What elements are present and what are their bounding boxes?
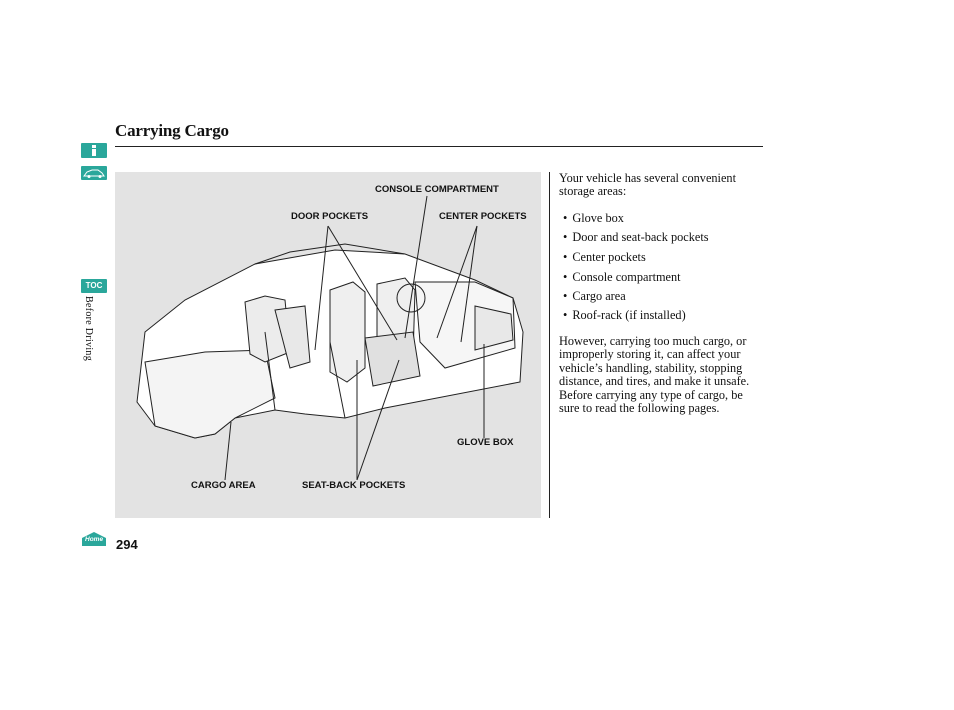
page-number: 294 bbox=[116, 537, 138, 552]
list-item: Door and seat-back pockets bbox=[563, 230, 708, 250]
side-tab-label: Before Driving bbox=[83, 296, 94, 362]
info-icon[interactable] bbox=[81, 143, 107, 158]
storage-list: Glove box Door and seat-back pockets Cen… bbox=[563, 211, 709, 329]
list-item: Cargo area bbox=[563, 289, 709, 309]
label-cargo-area: CARGO AREA bbox=[191, 480, 256, 491]
label-door-pockets: DOOR POCKETS bbox=[291, 211, 369, 222]
car-icon[interactable] bbox=[81, 166, 107, 180]
home-icon[interactable]: Home bbox=[80, 531, 108, 547]
toc-icon[interactable]: TOC bbox=[81, 279, 107, 293]
car-cutaway-drawing bbox=[136, 195, 524, 481]
title-rule bbox=[115, 146, 763, 147]
car-interior-illustration: CONSOLE COMPARTMENT DOOR POCKETS CENTER … bbox=[115, 172, 541, 518]
label-glove-box: GLOVE BOX bbox=[457, 437, 514, 448]
label-seat-back-pockets: SEAT-BACK POCKETS bbox=[302, 480, 406, 491]
list-item: Center pockets bbox=[563, 250, 709, 270]
cargo-warning-paragraph: However, carrying too much cargo, or imp… bbox=[559, 334, 750, 416]
intro-paragraph: Your vehicle has several convenient stor… bbox=[559, 171, 737, 199]
list-item: Glove box bbox=[563, 211, 709, 231]
home-label: Home bbox=[85, 536, 104, 543]
list-item: Console compartment bbox=[563, 270, 709, 290]
list-item: Roof-rack (if installed) bbox=[563, 309, 709, 328]
page-title: Carrying Cargo bbox=[115, 121, 229, 140]
label-console-compartment: CONSOLE COMPARTMENT bbox=[375, 184, 499, 195]
column-divider bbox=[549, 172, 550, 518]
label-center-pockets: CENTER POCKETS bbox=[439, 211, 527, 222]
